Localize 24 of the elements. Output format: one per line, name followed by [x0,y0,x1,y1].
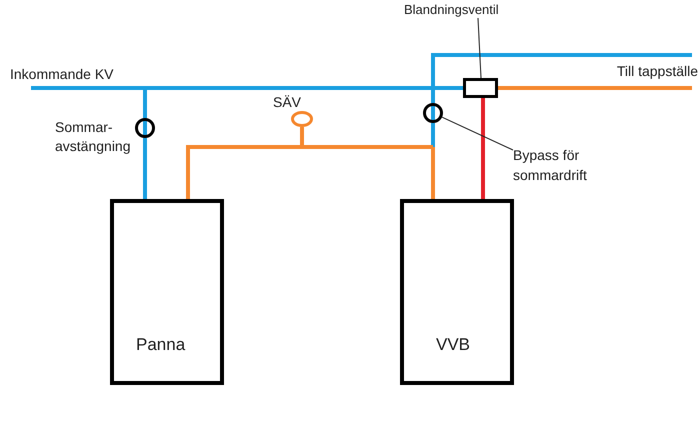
pipe [300,127,304,147]
pipe [431,123,435,147]
valve-icon [135,118,155,138]
pipe [431,88,435,103]
equipment-box [110,199,224,385]
callout-label: Bypass för sommardrift [513,145,605,185]
pipe [498,86,692,90]
valve-icon [463,78,498,98]
callout-label: Till tappställe [616,57,698,86]
leader-line [442,116,514,150]
valve-icon [291,111,313,127]
pipe [143,138,147,199]
valve-label: Sommar- avstängning [55,118,130,156]
pipe [431,53,692,88]
equipment-label: Panna [136,335,186,355]
valve-label: SÄV [273,94,302,110]
callout-label: Blandningsventil [404,2,499,18]
leader-line [478,18,482,78]
equipment-box [400,199,514,385]
valve-icon [423,103,443,123]
pipe [481,98,485,199]
pipe [143,88,147,118]
equipment-label: VVB [436,335,470,355]
callout-label: Inkommande KV [10,62,114,86]
